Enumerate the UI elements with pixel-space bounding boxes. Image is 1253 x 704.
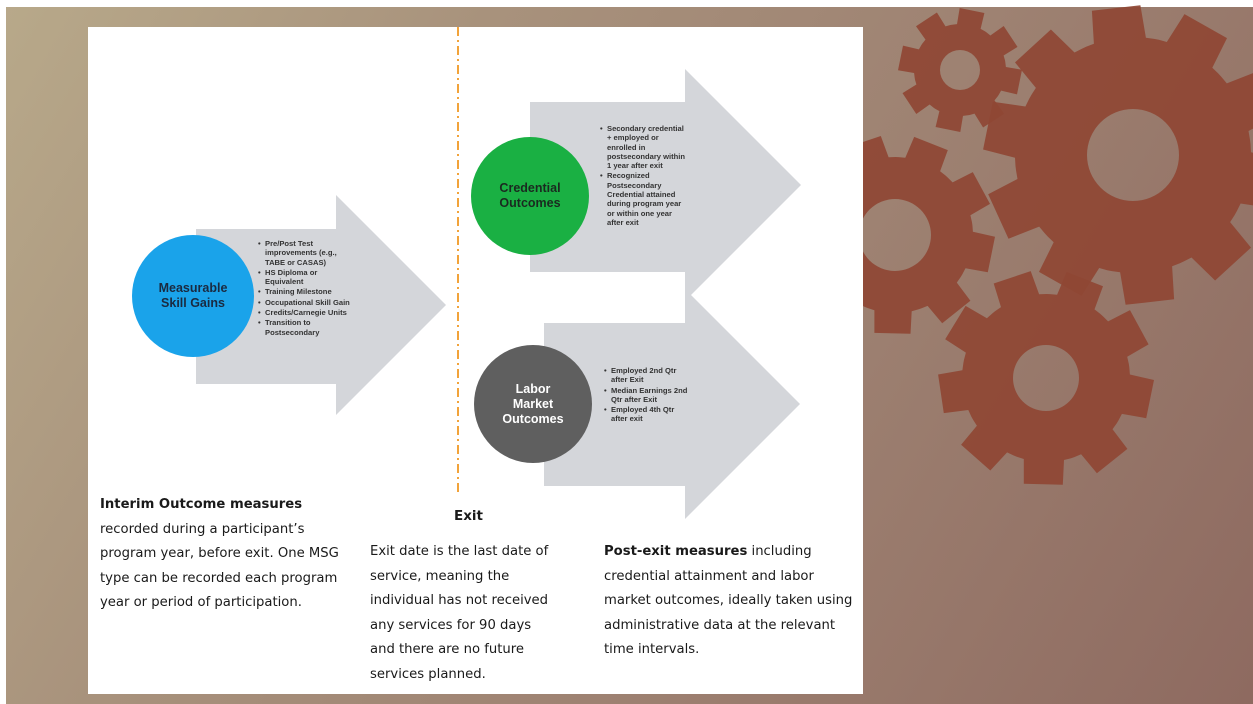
list-item: Transition to Postsecondary <box>258 318 354 337</box>
labor-circle-label: Labor Market Outcomes <box>474 345 592 463</box>
list-item: Recognized Postsecondary Credential atta… <box>600 171 688 227</box>
labor-circle-text: Labor Market Outcomes <box>502 381 564 426</box>
post-exit-heading: Post-exit measures <box>604 544 748 559</box>
list-item: Employed 4th Qtr after exit <box>604 405 688 424</box>
msg-list: Pre/Post Test improvements (e.g., TABE o… <box>258 239 354 338</box>
credential-circle <box>471 137 589 255</box>
list-item: Pre/Post Test improvements (e.g., TABE o… <box>258 239 354 267</box>
list-item: Training Milestone <box>258 287 354 297</box>
credential-list: Secondary credential + employed or enrol… <box>600 124 688 228</box>
labor-circle <box>474 345 592 463</box>
gear-icon <box>938 271 1154 485</box>
labor-list: Employed 2nd Qtr after Exit Median Earni… <box>604 366 688 425</box>
gear-icon <box>898 8 1022 132</box>
list-item: Secondary credential + employed or enrol… <box>600 124 688 170</box>
list-item: Median Earnings 2nd Qtr after Exit <box>604 386 688 405</box>
exit-body: Exit date is the last date of service, m… <box>370 544 549 682</box>
post-exit-text: Post-exit measures including credential … <box>604 540 854 663</box>
msg-circle-label: Measurable Skill Gains <box>132 235 254 357</box>
interim-text: Interim Outcome measures recorded during… <box>100 493 350 616</box>
diagram-panel: Measurable Skill Gains Credential Outcom… <box>88 27 863 694</box>
interim-body: recorded during a participant’s program … <box>100 521 339 611</box>
left-border <box>0 0 6 704</box>
top-border <box>0 0 1253 7</box>
list-item: Credits/Carnegie Units <box>258 308 354 318</box>
interim-heading: Interim Outcome measures <box>100 497 303 512</box>
msg-circle <box>132 235 254 357</box>
msg-circle-text: Measurable Skill Gains <box>158 281 228 310</box>
exit-text: Exit date is the last date of service, m… <box>370 540 560 687</box>
exit-heading: Exit <box>454 508 484 524</box>
list-item: HS Diploma or Equivalent <box>258 268 354 287</box>
list-item: Occupational Skill Gain <box>258 298 354 308</box>
post-exit-body: including credential attainment and labo… <box>604 544 853 657</box>
credential-circle-label: Credential Outcomes <box>471 137 589 255</box>
gear-icon <box>983 5 1253 305</box>
list-item: Employed 2nd Qtr after Exit <box>604 366 688 385</box>
credential-circle-text: Credential Outcomes <box>499 181 561 210</box>
